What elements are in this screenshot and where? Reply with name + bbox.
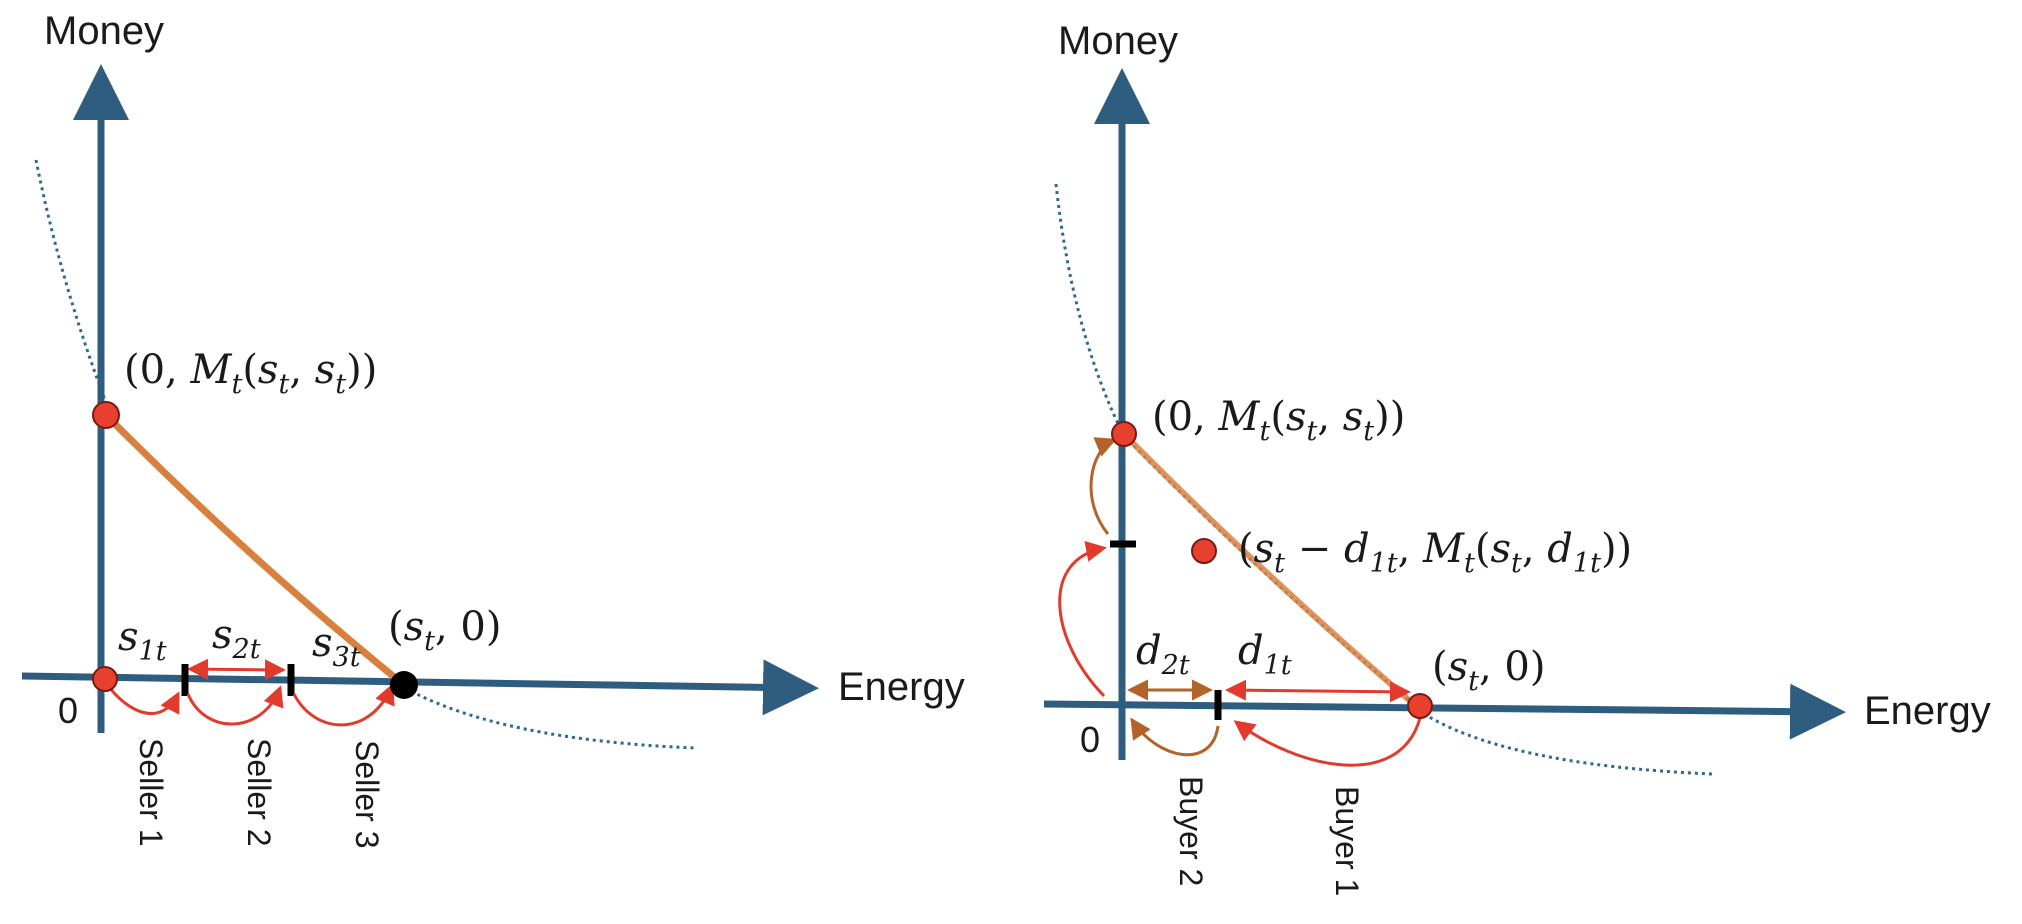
left-end-point-label: (st, 0) bbox=[388, 604, 501, 657]
right-point-top bbox=[1111, 421, 1137, 447]
left-curve bbox=[103, 412, 407, 688]
left-point-end bbox=[390, 671, 418, 699]
right-panel: Money Energy 0 (0, Mt(st, st)) (st − d1t… bbox=[1043, 19, 1991, 896]
right-top-point-label: (0, Mt(st, st)) bbox=[1152, 394, 1405, 447]
right-agent-label-buyer1: Buyer 1 bbox=[1329, 786, 1365, 896]
left-seller1-arrow bbox=[105, 683, 180, 715]
right-x-axis bbox=[1043, 683, 1846, 740]
right-buyer1-arrow-b bbox=[1058, 541, 1107, 698]
left-y-axis-label: Money bbox=[44, 9, 164, 53]
right-mid-point-label: (st − d1t, Mt(st, d1t)) bbox=[1238, 526, 1632, 579]
right-buyer1-arrow-a bbox=[1233, 717, 1422, 767]
right-point-end bbox=[1407, 693, 1433, 719]
right-buyer2-arrow-b bbox=[1089, 437, 1117, 535]
right-agent-label-buyer2: Buyer 2 bbox=[1173, 776, 1209, 886]
left-seller2-arrow bbox=[186, 685, 284, 726]
left-point-top bbox=[92, 401, 120, 429]
right-end-point-label: (st, 0) bbox=[1432, 644, 1545, 697]
left-curve-dotted-lower bbox=[404, 686, 696, 750]
left-top-point-label: (0, Mt(st, st)) bbox=[124, 347, 377, 400]
left-point-origin bbox=[92, 666, 118, 692]
left-segment-label-s1t: s1t bbox=[118, 614, 167, 667]
left-agent-label-seller1: Seller 1 bbox=[133, 738, 169, 847]
right-buyer2-arrow-a bbox=[1130, 717, 1220, 757]
left-segment-arrow-s2t bbox=[187, 658, 286, 681]
left-segment-label-s3t: s3t bbox=[312, 620, 361, 673]
right-x-axis-label: Energy bbox=[1864, 689, 1991, 733]
right-point-mid bbox=[1191, 538, 1217, 564]
right-segment-arrow-d1t bbox=[1225, 679, 1411, 703]
right-segment-label-d2t: d2t bbox=[1136, 628, 1190, 681]
left-origin-label: 0 bbox=[58, 690, 78, 731]
right-curve-dotted-upper bbox=[1054, 183, 1124, 433]
left-agent-label-seller3: Seller 3 bbox=[349, 740, 385, 849]
right-curve bbox=[1121, 431, 1418, 709]
right-segment-label-d1t: d1t bbox=[1238, 628, 1292, 681]
left-segment-label-s2t: s2t bbox=[212, 612, 261, 665]
left-curve-dotted-upper bbox=[34, 159, 107, 401]
left-seller3-arrow bbox=[292, 683, 395, 727]
right-curve-dotted-lower bbox=[1417, 708, 1713, 776]
left-panel: Money Energy 0 (0, Mt(st, st)) (st, 0) s… bbox=[21, 9, 965, 849]
left-agent-label-seller2: Seller 2 bbox=[241, 738, 277, 847]
left-x-axis-label: Energy bbox=[838, 665, 965, 709]
right-y-axis-label: Money bbox=[1058, 19, 1178, 63]
right-origin-label: 0 bbox=[1080, 719, 1100, 760]
